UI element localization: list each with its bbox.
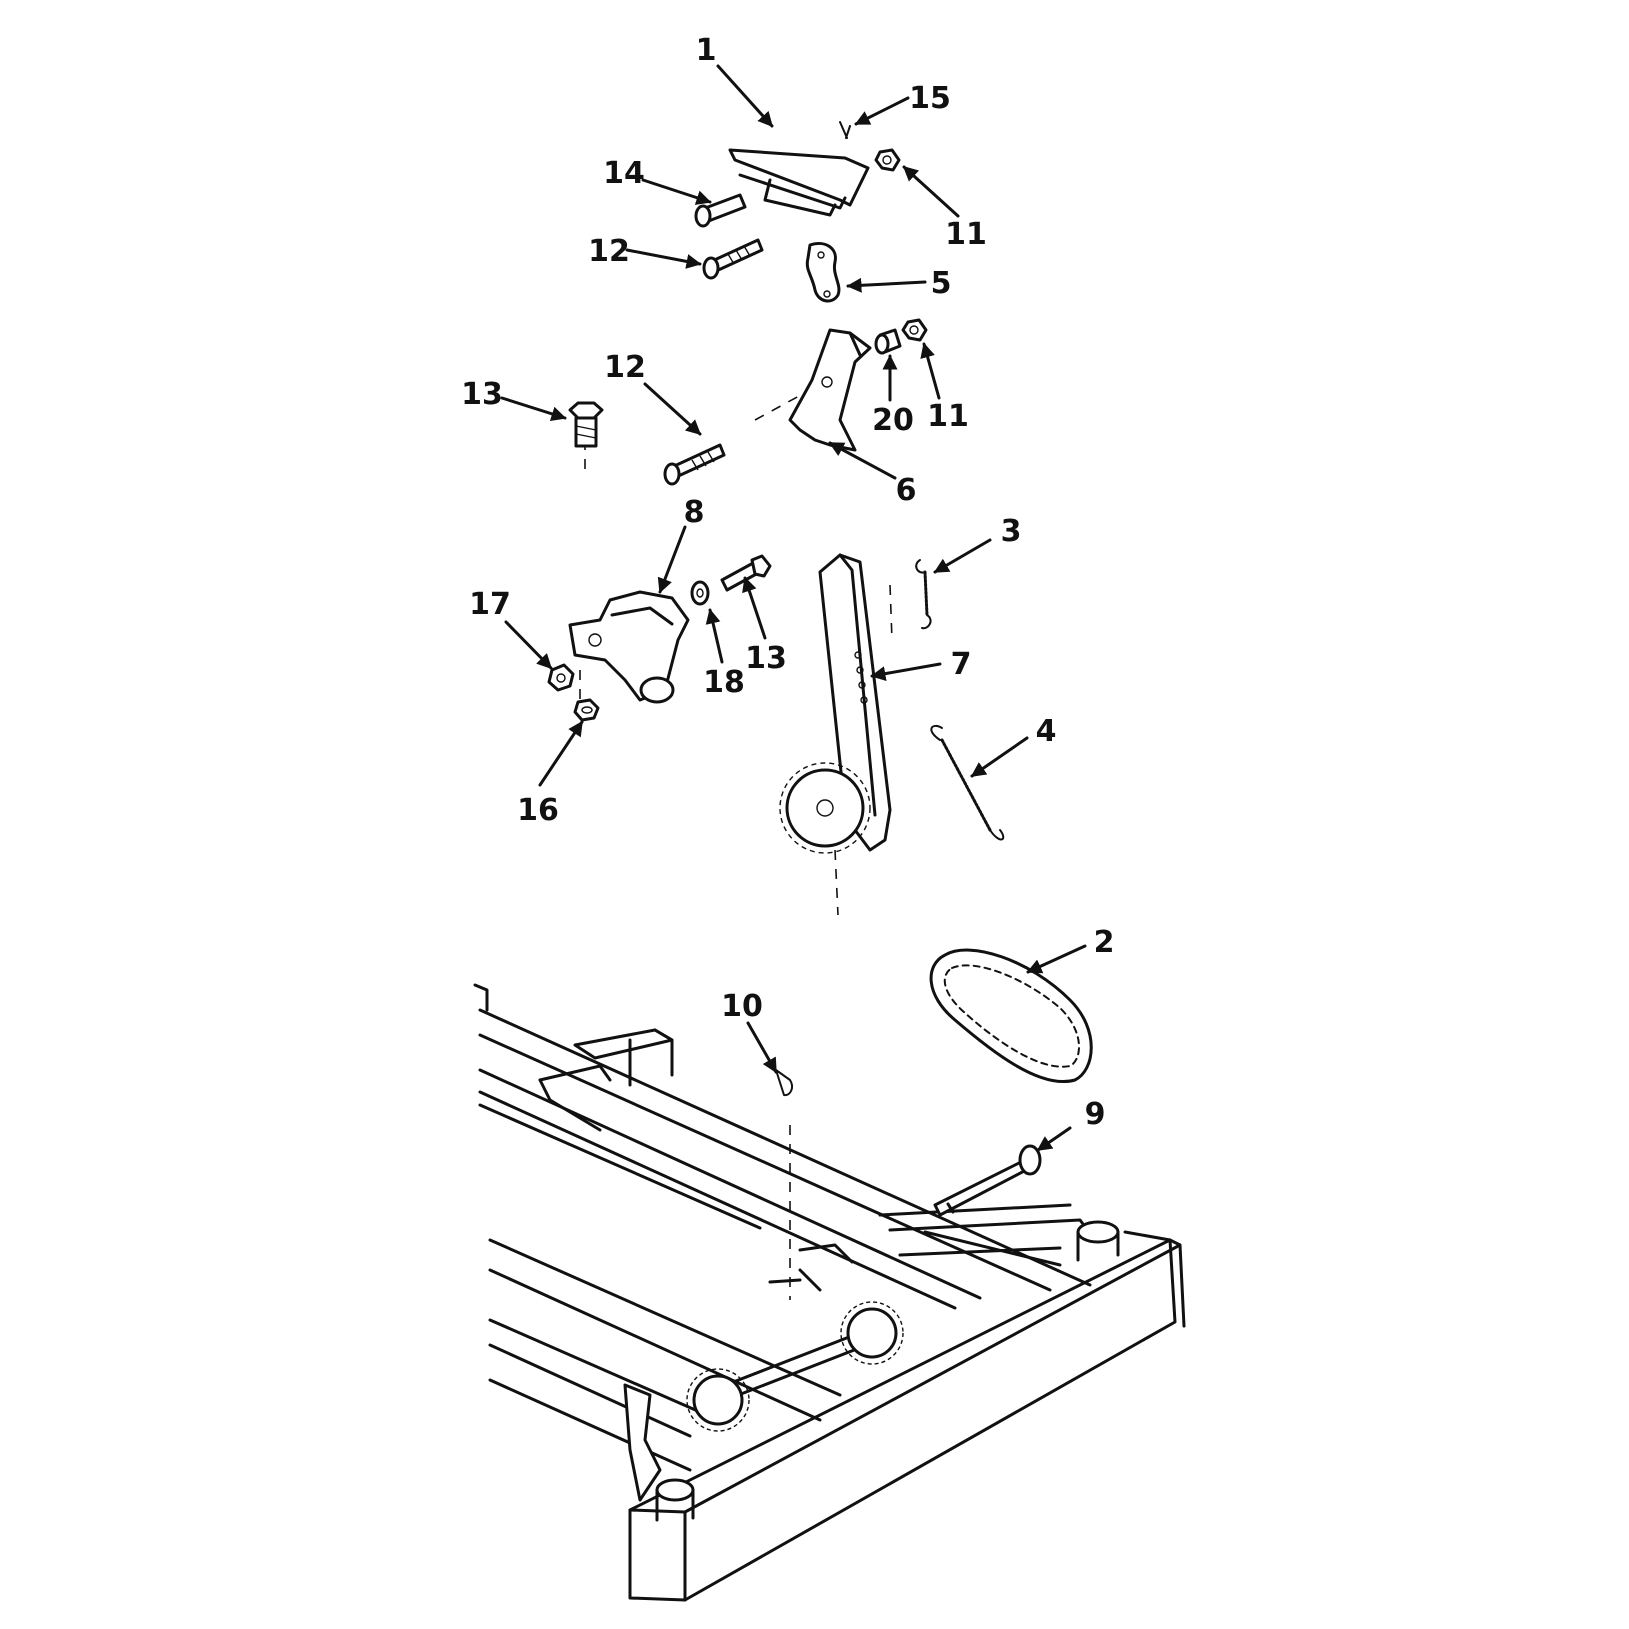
leader-lines <box>500 64 1087 1152</box>
callout-20: 20 <box>872 403 914 438</box>
hex-bolt-right <box>720 554 772 592</box>
callout-11-lower: 11 <box>927 399 969 434</box>
hex-bolt-left <box>568 401 604 448</box>
hair-pin <box>839 121 851 139</box>
nut-17 <box>547 663 575 692</box>
callout-13-left: 13 <box>461 377 503 412</box>
callout-12-upper: 12 <box>588 234 630 269</box>
short-bolt <box>694 193 747 228</box>
nut-upper <box>874 148 901 172</box>
callout-2: 2 <box>1094 925 1115 960</box>
sprocket-arm <box>779 553 892 854</box>
callout-1: 1 <box>696 33 717 68</box>
callout-6: 6 <box>896 473 917 508</box>
hair-pin-clip <box>775 1069 794 1097</box>
callout-13-right: 13 <box>745 641 787 676</box>
callout-9: 9 <box>1085 1097 1106 1132</box>
spring-long <box>930 724 1005 841</box>
bed-frame <box>473 983 1186 1602</box>
callout-15: 15 <box>909 81 951 116</box>
callout-17: 17 <box>469 587 511 622</box>
callout-3: 3 <box>1001 514 1022 549</box>
callout-4: 4 <box>1036 714 1057 749</box>
sector-plate <box>568 590 690 704</box>
callout-16: 16 <box>517 793 559 828</box>
callout-5: 5 <box>931 266 952 301</box>
callout-7: 7 <box>951 647 972 682</box>
cover-bracket <box>728 148 870 217</box>
bushing <box>874 328 902 355</box>
callout-14: 14 <box>603 156 645 191</box>
bolt-upper <box>702 238 764 280</box>
callout-labels: 1 2 3 4 5 6 7 8 9 10 11 11 12 12 13 13 1… <box>461 33 1114 1132</box>
callout-10: 10 <box>721 989 763 1024</box>
nut-lower <box>901 318 928 342</box>
callout-12-lower: 12 <box>604 350 646 385</box>
bolt-lower <box>663 443 726 486</box>
nut-16 <box>573 698 600 722</box>
washer <box>690 580 710 606</box>
callout-8: 8 <box>684 495 705 530</box>
link-plate <box>805 242 841 303</box>
callout-18: 18 <box>703 665 745 700</box>
assembly-centerlines <box>579 389 893 1300</box>
chain-loop <box>929 948 1093 1083</box>
lever-bracket <box>788 328 872 452</box>
spring-short <box>915 559 932 630</box>
callout-11-upper: 11 <box>945 217 987 252</box>
